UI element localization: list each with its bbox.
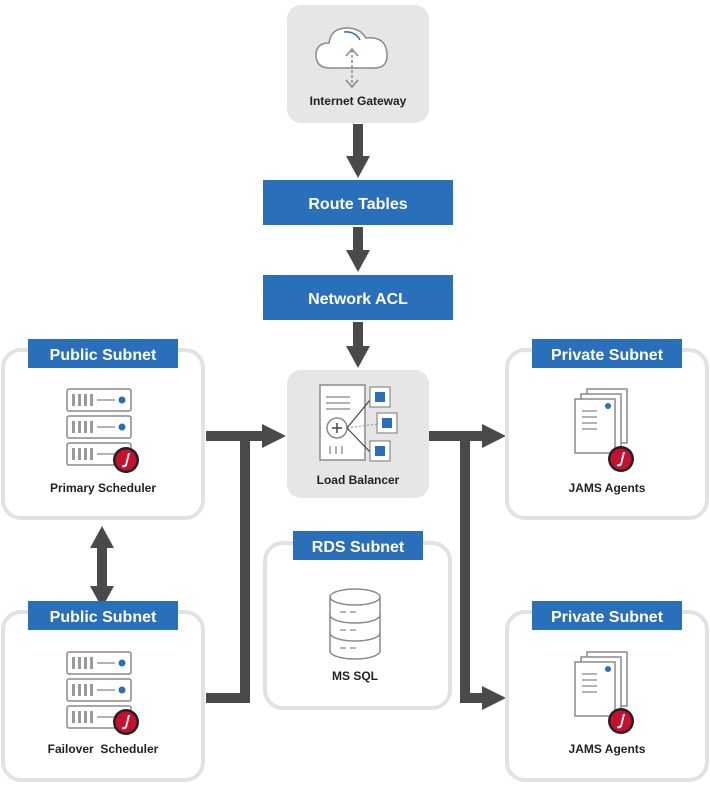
public-subnet-primary-title: Public Subnet [50,347,157,364]
jams-agents-bottom-label: JAMS Agents [569,742,646,756]
route-tables: Route Tables [263,180,453,225]
scheduler-sync-head-down [90,586,114,608]
jams-agents-top-label: JAMS Agents [569,481,646,495]
lb-to-private-top-head [482,424,506,448]
load-balancer-label: Load Balancer [317,473,400,487]
acl-to-lb-arrow-head [346,346,370,368]
route-to-acl-arrow-shaft [353,227,363,253]
public-subnet-primary: Public Subnet Primary Scheduler [1,339,205,520]
acl-to-lb-arrow-shaft [353,322,363,350]
failover-bus-vertical [240,436,250,703]
internet-gateway-label: Internet Gateway [310,94,407,108]
public-subnet-failover-title: Public Subnet [50,609,157,626]
internet-gateway: Internet Gateway [287,5,429,123]
network-acl: Network ACL [263,275,453,320]
ms-sql-label: MS SQL [332,669,378,683]
route-tables-label: Route Tables [308,196,407,213]
private-subnet-top-title: Private Subnet [551,347,664,364]
jams-badge-icon [608,446,634,472]
failover-scheduler-label: Failover Scheduler [48,742,159,756]
primary-to-lb-arrow-head [262,424,286,448]
route-to-acl-arrow-head [346,250,370,272]
private-subnet-bottom: Private Subnet JAMS Agents [505,601,709,782]
bus-to-private-bottom-shaft [460,693,486,703]
primary-scheduler-label: Primary Scheduler [50,481,156,495]
private-subnet-top: Private Subnet JAMS Agents [505,339,709,520]
jams-badge-icon [113,709,139,735]
lb-to-private-top-shaft [428,431,486,441]
gateway-to-route-arrow-shaft [353,124,363,160]
scheduler-sync-shaft [97,540,107,594]
public-subnet-failover: Public Subnet Failover Scheduler [1,601,205,782]
connectors [90,124,506,710]
rds-subnet: RDS Subnet MS SQL [263,531,452,710]
cloud-icon [315,27,388,89]
gateway-to-route-arrow-head [346,156,370,178]
document-stack-icon [574,388,628,454]
rds-subnet-title: RDS Subnet [312,539,405,556]
jams-badge-icon [113,447,139,473]
network-acl-label: Network ACL [308,291,408,308]
bus-to-private-bottom-head [482,686,506,710]
document-stack-icon [574,651,628,717]
failover-to-bus-shaft [206,693,250,703]
scheduler-sync-head-up [90,526,114,548]
load-balancer-icon [319,384,398,462]
lb-private-bus-vertical [460,436,470,703]
private-subnet-bottom-title: Private Subnet [551,609,664,626]
primary-to-lb-arrow-shaft [206,431,266,441]
database-icon [329,588,381,660]
load-balancer: Load Balancer [287,370,429,498]
jams-badge-icon [608,708,634,734]
